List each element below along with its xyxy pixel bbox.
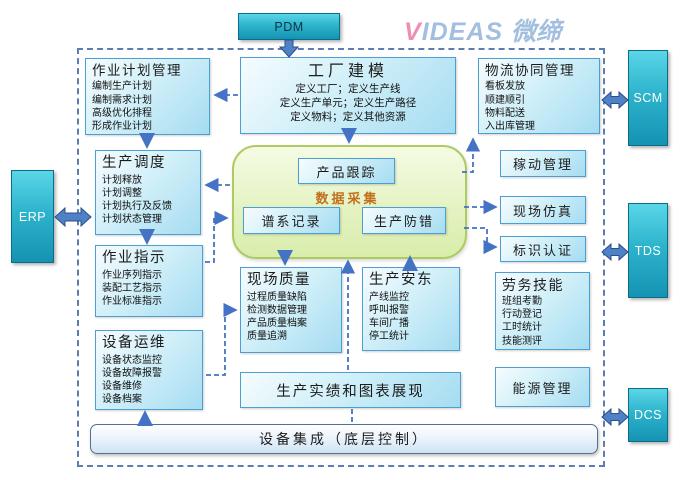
- core-data-collection: 数据采集: [315, 191, 380, 206]
- module-device-integration: 设备集成（底层控制）: [90, 424, 598, 454]
- module-item: 计划释放: [102, 174, 142, 186]
- module-item: 产线监控: [369, 291, 409, 303]
- module-work-instruction: 作业指示 作业序列指示 装配工艺指示 作业标准指示: [95, 245, 203, 317]
- module-logistics-management: 物流协同管理 看板发放 顺建顺引 物料配送 入出库管理: [478, 58, 600, 134]
- module-production-andon: 生产安东 产线监控 呼叫报警 车间广播 停工统计: [362, 267, 460, 351]
- module-labor-skills: 劳务技能 班组考勤 行动登记 工时统计 技能测评: [495, 272, 590, 350]
- external-system-tds: TDS: [628, 203, 668, 298]
- module-production-scheduling: 生产调度 计划释放 计划调整 计划执行及反馈 计划状态管理: [95, 150, 201, 235]
- product-tracking-label: 产品跟踪: [316, 164, 377, 180]
- module-item: 定义物料；定义其他资源: [290, 110, 406, 123]
- module-item: 班组考勤: [502, 295, 542, 307]
- module-item: 停工统计: [369, 331, 409, 343]
- module-item: 设备档案: [102, 394, 142, 406]
- energy-label: 能源管理: [512, 380, 573, 396]
- module-item: 定义生产单元；定义生产路径: [279, 96, 417, 109]
- erp-label: ERP: [18, 209, 47, 224]
- logo-ideas-text: IDEAS: [421, 18, 504, 46]
- module-item: 计划状态管理: [102, 214, 162, 226]
- module-title: 设备运维: [102, 335, 166, 351]
- scm-label: SCM: [633, 91, 663, 105]
- module-performance-display: 生产实绩和图表展现: [240, 372, 461, 408]
- module-item: 作业标准指示: [102, 296, 162, 308]
- module-title: 生产调度: [102, 155, 166, 171]
- genealogy-record-label: 谱系记录: [261, 214, 322, 229]
- performance-label: 生产实绩和图表展现: [276, 383, 425, 400]
- module-item: 顺建顺引: [485, 94, 525, 106]
- module-title: 生产安东: [369, 272, 433, 288]
- module-item: 高级优化排程: [92, 107, 152, 119]
- module-item: 过程质量缺陷: [247, 291, 307, 303]
- module-title: 作业计划管理: [92, 63, 182, 78]
- module-item: 计划调整: [102, 187, 142, 199]
- module-item: 车间广播: [369, 318, 409, 330]
- videas-logo: VIDEAS 微缔: [404, 12, 624, 46]
- module-item: 编制需求计划: [92, 94, 152, 106]
- module-item: 行动登记: [502, 309, 542, 321]
- external-system-scm: SCM: [628, 50, 668, 146]
- module-item: 作业序列指示: [102, 269, 162, 281]
- core-error-proofing: 生产防错: [362, 207, 446, 234]
- device-integration-label: 设备集成（底层控制）: [259, 431, 429, 447]
- module-factory-modeling: 工厂建模 定义工厂；定义生产线 定义生产单元；定义生产路径 定义物料；定义其他资…: [240, 57, 456, 134]
- module-item: 物料配送: [485, 107, 525, 119]
- module-item: 定义工厂；定义生产线: [295, 82, 401, 95]
- external-system-pdm: PDM: [238, 13, 340, 40]
- module-item: 编制生产计划: [92, 81, 152, 93]
- module-item: 工时统计: [502, 322, 542, 334]
- module-item: 设备状态监控: [102, 354, 162, 366]
- module-energy-management: 能源管理: [495, 367, 590, 407]
- module-item: 技能测评: [502, 335, 542, 347]
- utilization-label: 稼动管理: [512, 157, 573, 172]
- dcs-label: DCS: [634, 408, 662, 422]
- module-item: 质量追溯: [247, 331, 287, 343]
- pdm-label: PDM: [274, 19, 304, 34]
- dcs-double-arrow: [601, 407, 629, 427]
- module-item: 计划执行及反馈: [102, 201, 172, 213]
- module-job-planning: 作业计划管理 编制生产计划 编制需求计划 高级优化排程 形成作业计划: [85, 58, 210, 135]
- module-item: 形成作业计划: [92, 121, 152, 133]
- identification-label: 标识认证: [512, 242, 573, 258]
- module-title: 劳务技能: [502, 277, 564, 293]
- module-title: 现场质量: [247, 272, 311, 288]
- module-item: 呼叫报警: [369, 304, 409, 316]
- logo-v-mark: V: [404, 18, 422, 46]
- tds-double-arrow: [601, 242, 629, 262]
- module-item: 装配工艺指示: [102, 282, 162, 294]
- module-item: 看板发放: [485, 81, 525, 93]
- module-title: 物流协同管理: [485, 63, 575, 78]
- module-utilization-management: 稼动管理: [500, 150, 586, 177]
- module-title: 作业指示: [102, 250, 166, 266]
- module-item: 检测数据管理: [247, 304, 307, 316]
- external-system-dcs: DCS: [628, 388, 668, 442]
- error-proofing-label: 生产防错: [373, 214, 434, 229]
- module-field-simulation: 现场仿真: [500, 196, 586, 224]
- tds-label: TDS: [634, 243, 662, 258]
- module-item: 入出库管理: [485, 121, 535, 133]
- core-product-tracking: 产品跟踪: [298, 158, 395, 184]
- simulation-label: 现场仿真: [512, 203, 573, 219]
- scm-double-arrow: [601, 90, 629, 110]
- module-field-quality: 现场质量 过程质量缺陷 检测数据管理 产品质量档案 质量追溯: [240, 267, 342, 353]
- module-item: 设备维修: [102, 381, 142, 393]
- module-item: 设备故障报警: [102, 367, 162, 379]
- module-identification: 标识认证: [500, 236, 586, 262]
- core-genealogy-record: 谱系记录: [243, 207, 340, 234]
- module-equipment-maintenance: 设备运维 设备状态监控 设备故障报警 设备维修 设备档案: [95, 330, 203, 410]
- external-system-erp: ERP: [11, 170, 54, 263]
- logo-cn-text: 微缔: [511, 18, 562, 46]
- module-title: 工厂建模: [307, 63, 388, 80]
- module-item: 产品质量档案: [247, 318, 307, 330]
